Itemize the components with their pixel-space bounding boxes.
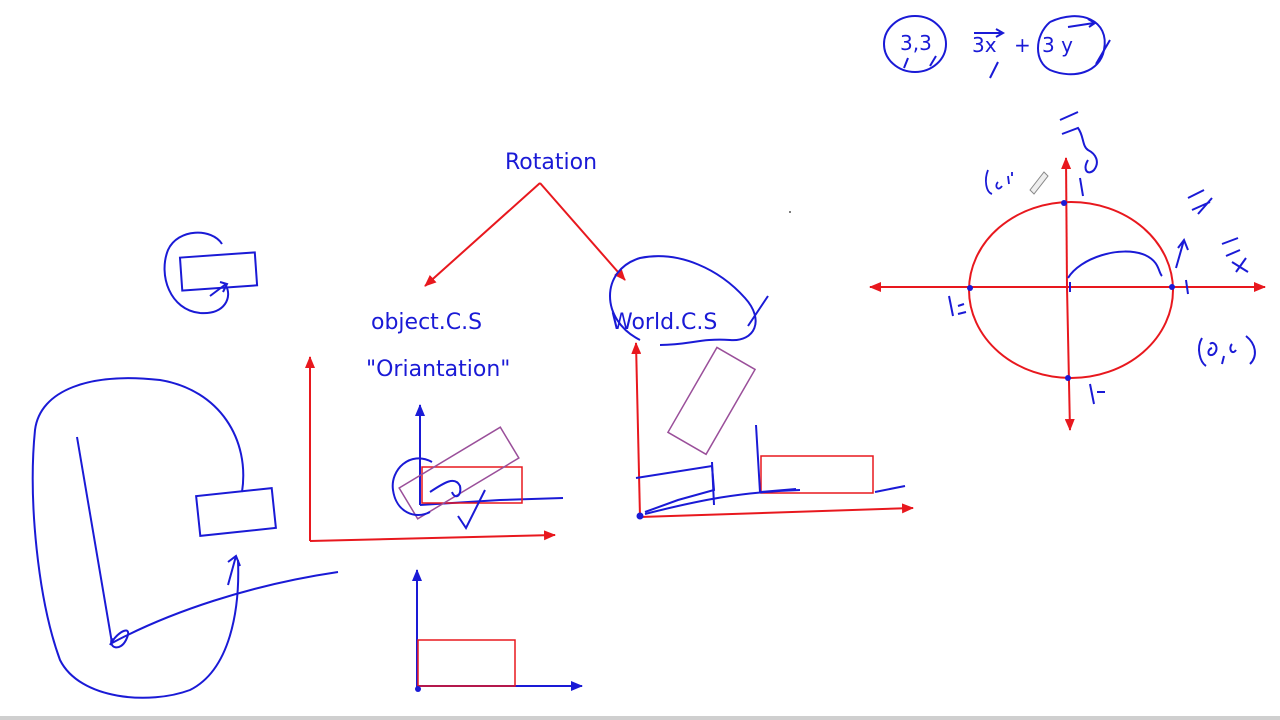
angle-scribble [429, 479, 462, 498]
hand-coord-1-0 [1198, 335, 1256, 367]
world-blue-vertical [711, 461, 715, 506]
small-circled-rectangle [163, 231, 259, 315]
vector-3y-text: 3 y [1042, 33, 1073, 57]
world-blue-small-stroke [874, 485, 906, 493]
bottom-border [0, 716, 1280, 720]
world-red-rect [760, 455, 874, 494]
rotated-purple-rect [398, 426, 520, 520]
unit-point-top [1061, 200, 1067, 206]
rect-sketch [178, 251, 259, 292]
pencil-cursor-icon [1029, 171, 1049, 195]
hand-vec-x-label-upper [1187, 189, 1213, 215]
hand-one-top [1079, 177, 1084, 197]
hand-coord-0-1 [985, 169, 1013, 195]
arrow-to-object-cs [424, 182, 541, 287]
check-mark [457, 489, 486, 530]
unit-point-bottom [1065, 375, 1071, 381]
hand-vec-x-label-right [1221, 237, 1249, 273]
blob-small-arrow [227, 554, 241, 586]
unit-rotated-x-arrow [1175, 237, 1189, 269]
object-cs-axes [305, 356, 556, 542]
world-rotated-purple-rect [666, 346, 757, 456]
world-cs-label: World.C.S [611, 310, 718, 335]
rotation-circle-sketch [391, 457, 433, 517]
world-cs-circle-sketch [609, 255, 757, 346]
circle-around-point [883, 15, 947, 73]
vector-3x-text: 3x [972, 33, 997, 57]
blob-outline [31, 377, 245, 699]
blob-rect [195, 487, 277, 537]
vector-expression-sketch [883, 15, 1111, 79]
point-3-3-text: 3,3 [900, 31, 932, 55]
stray-dot [789, 211, 791, 213]
small-arrow-sketch [209, 281, 229, 297]
arrow-to-world-cs [539, 182, 626, 281]
arrow-over-x [974, 28, 1006, 38]
hand-neg-one-left [948, 295, 967, 317]
object-cs-x-axis [309, 530, 556, 542]
hand-vec-y-label [1059, 111, 1098, 174]
hand-neg-one-bottom [1089, 383, 1105, 405]
unit-point-right [1169, 284, 1175, 290]
hand-one-right [1185, 279, 1189, 295]
bottom-red-rect [417, 639, 516, 687]
unit-circle-diagram [869, 111, 1266, 431]
circle-sketch [163, 231, 230, 315]
blob-origin-scribble [109, 629, 129, 649]
arrow-over-y [1067, 18, 1097, 28]
unit-neg-y-axis [1064, 286, 1075, 431]
unit-pos-y-axis [1061, 157, 1072, 288]
blob-horizontal-stroke [111, 571, 339, 644]
rotation-label: Rotation [505, 150, 598, 175]
orientation-label: "Oriantation" [366, 357, 511, 382]
bottom-origin-dot [415, 686, 421, 692]
world-origin-dot [636, 512, 644, 520]
large-blob-sketch [31, 377, 339, 699]
local-red-rect [421, 466, 523, 504]
check-ticks [903, 39, 1111, 79]
plus-sign-text: + [1014, 33, 1031, 57]
blob-vertical-stroke [76, 436, 113, 644]
world-blue-sketch-rect [635, 464, 716, 513]
bottom-small-frame [412, 569, 583, 692]
world-cs-frame [609, 255, 914, 520]
object-cs-label: object.C.S [371, 310, 483, 335]
rotation-branch-arrows [424, 182, 626, 287]
unit-point-left [967, 285, 973, 291]
world-cs-tick [747, 295, 769, 327]
object-local-frame [391, 404, 564, 530]
world-cs-x-axis [639, 503, 914, 518]
world-blue-frame-stroke [755, 424, 797, 494]
unit-rotation-arc [1067, 250, 1163, 279]
world-cs-y-axis [631, 342, 642, 518]
